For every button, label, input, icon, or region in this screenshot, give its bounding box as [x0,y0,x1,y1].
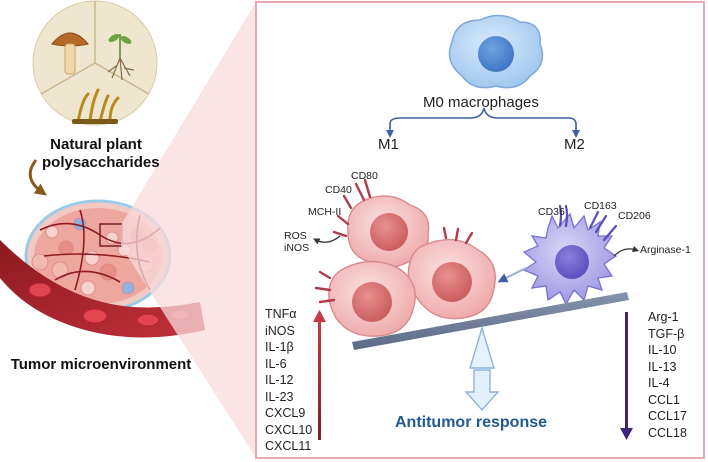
m1-macrophage-cell-top [347,195,430,268]
zoom-cone [121,2,256,458]
m1-upregulation-arrow [313,310,326,440]
plant-icon [107,34,135,81]
m2-downregulation-arrow [620,312,633,440]
m2-marker-cd206: CD206 [618,210,651,222]
antitumor-response-label: Antitumor response [395,414,548,431]
m2-cytokine: IL-13 [648,359,677,374]
m1-cytokine: CXCL11 [265,439,312,453]
m2-cytokine: CCL18 [648,425,687,440]
m0-split-arrows [386,107,580,138]
m1-surface-receptors [314,178,474,304]
m2-cytokine: IL-4 [648,376,670,390]
m1-marker-mchii: MCH-II [308,206,342,218]
m2-marker-cd163: CD163 [584,200,617,212]
balance-fulcrum [469,325,495,369]
m0-label: M0 macrophages [423,94,539,111]
tumor-cell [84,250,100,266]
plant-title-line2: polysaccharides [42,154,160,171]
m2-cytokine: CCL17 [648,409,687,423]
plant-polysaccharides-title: Natural plant polysaccharides [42,136,160,172]
tumor-cell [58,240,74,256]
m1-macrophage-cell-left [328,260,416,337]
plant-title-line1: Natural plant [50,136,142,153]
m2-arginase-label: Arginase-1 [640,244,691,256]
m1-cytokine-list: TNFα iNOS IL-1β IL-6 IL-12 IL-23 CXCL9 C… [265,306,312,455]
ros-text: ROS [284,230,307,242]
mushroom-icon [51,32,89,75]
m2-macrophage-cell [522,212,618,306]
arginase-arrow [613,245,640,257]
m1-marker-cd40: CD40 [325,184,352,196]
m1-cytokine: CXCL10 [265,422,313,437]
tumor-cell [80,280,96,296]
m1-label: M1 [378,136,399,153]
m2-to-m1-arrow [497,267,527,283]
tumor-cell [121,281,135,295]
m2-cytokine: TGF-β [648,326,685,341]
cordyceps-icon [72,88,120,124]
tumor-cell [31,253,49,271]
m1-cytokine: IL-12 [265,373,294,387]
m1-cytokine: IL-1β [265,340,294,354]
tumor-microenvironment-title: Tumor microenvironment [10,356,192,373]
m2-label: M2 [564,136,585,153]
m2-cytokine: Arg-1 [648,310,679,324]
m2-cytokine: IL-10 [648,343,677,357]
m1-cytokine: iNOS [265,323,295,338]
m1-cytokine: TNFα [265,307,297,321]
plant-source-circle [32,0,158,126]
m1-cytokine: IL-6 [265,356,287,371]
m1-cytokine: CXCL9 [265,406,306,420]
m1-cytokine: IL-23 [265,389,294,404]
m1-macrophage-cell-right [407,238,496,320]
ros-arrow [313,235,341,245]
balance-beam [352,292,629,350]
m2-marker-cd36: CD36 [538,206,565,218]
m2-cytokine-list: Arg-1 TGF-β IL-10 IL-13 IL-4 CCL1 CCL17 … [648,309,687,441]
inos-text: iNOS [284,242,310,254]
m1-ros-label: ROS iNOS [284,230,309,254]
tumor-cell [45,225,59,239]
m0-macrophage-cell [448,14,544,89]
m2-surface-receptors [558,204,618,242]
m2-cytokine: CCL1 [648,392,680,407]
polysaccharide-arrow [28,159,47,196]
antitumor-arrow [464,369,500,412]
m1-marker-cd80: CD80 [351,170,378,182]
tumor-cell [99,263,117,281]
